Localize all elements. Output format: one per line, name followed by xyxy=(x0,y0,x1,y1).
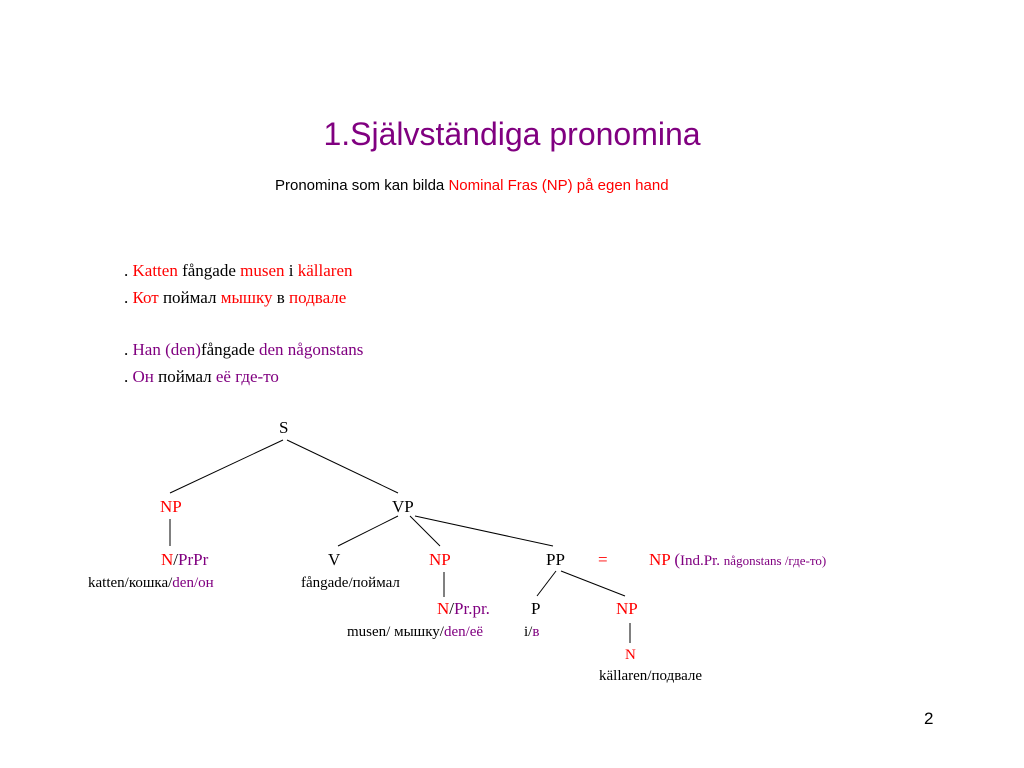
edge-s-vp xyxy=(286,439,399,494)
node-np-object: NP xyxy=(429,550,451,569)
node-n-prpr: N/PrPr xyxy=(161,551,208,568)
slide-subtitle: Pronomina som kan bilda Nominal Fras (NP… xyxy=(275,178,669,193)
node-n-label: N xyxy=(161,550,174,569)
leaf-katten-text: katten/кошка/ xyxy=(88,575,173,591)
leaf-fangade: fångade/поймал xyxy=(301,575,400,591)
slide-title: 1.Självständiga pronomina xyxy=(323,116,701,152)
leaf-musen-text: musen/ мышку/ xyxy=(347,624,444,640)
edge-pp-p xyxy=(536,570,557,597)
node-slash: / xyxy=(449,599,455,618)
leaf-katten-pronoun: den/он xyxy=(172,575,214,591)
node-pp: PP xyxy=(546,550,565,569)
node-prpr-label: PrPr xyxy=(178,550,209,569)
leaf-preposition: i/в xyxy=(524,625,539,640)
node-indpr-words: någonstans /где-то) xyxy=(723,553,827,568)
edge-vp-v xyxy=(337,515,399,547)
node-n-prpr-object: N/Pr.pr. xyxy=(437,600,490,617)
leaf-musen: musen/ мышку/den/её xyxy=(347,625,483,640)
word-preposition: i xyxy=(284,261,298,280)
leaf-kallaren: källaren/подвале xyxy=(599,668,703,684)
node-p: P xyxy=(531,599,541,618)
example-sentence-russian: . Кот поймал мышку в подвале xyxy=(124,289,346,306)
word-pronoun-subject: Он xyxy=(132,367,154,386)
word-place: källaren xyxy=(297,261,353,280)
leaf-prep-russian: в xyxy=(532,624,540,640)
node-indpr-label: Ind.Pr. xyxy=(680,553,724,569)
bullet-dot: . xyxy=(124,288,133,307)
word-verb: поймал xyxy=(158,288,221,307)
word-subject: Кот xyxy=(132,288,159,307)
word-object: musen xyxy=(240,261,285,280)
node-s: S xyxy=(279,418,289,437)
node-n-place: N xyxy=(625,647,636,663)
node-n-label: N xyxy=(437,599,450,618)
word-place: подвале xyxy=(289,288,347,307)
example-sentence-swedish: . Katten fångade musen i källaren xyxy=(124,262,353,279)
leaf-katten: katten/кошка/den/он xyxy=(88,576,214,591)
node-np-subject: NP xyxy=(160,497,182,516)
word-verb: fångade xyxy=(200,340,260,359)
leaf-prep-swedish: i/ xyxy=(524,624,533,640)
example-pronoun-russian: . Он поймал её где-то xyxy=(124,368,279,385)
bullet-dot: . xyxy=(124,261,133,280)
node-v: V xyxy=(328,550,341,569)
node-equals: = xyxy=(598,550,608,569)
edge-pp-np xyxy=(560,570,626,597)
node-np-place: NP xyxy=(616,599,638,618)
node-vp: VP xyxy=(392,497,414,516)
bullet-dot: . xyxy=(124,367,133,386)
word-subject: Katten xyxy=(132,261,178,280)
word-pronoun-subject: Han (den) xyxy=(132,340,201,359)
node-prpr-label: Pr.pr. xyxy=(454,599,490,618)
word-verb: fångade xyxy=(177,261,241,280)
bullet-dot: . xyxy=(124,340,133,359)
node-np-indefinite: NP (Ind.Pr. någonstans /где-то) xyxy=(649,551,826,569)
word-preposition: в xyxy=(272,288,290,307)
page-number: 2 xyxy=(924,709,934,728)
word-pronoun-object: den någonstans xyxy=(259,340,364,359)
subtitle-prefix: Pronomina som kan bilda xyxy=(275,177,449,194)
node-open-paren: ( xyxy=(670,550,681,569)
example-pronoun-swedish: . Han (den)fångade den någonstans xyxy=(124,341,363,358)
node-np-label: NP xyxy=(649,550,671,569)
edge-vp-pp xyxy=(414,515,554,547)
subtitle-highlight: Nominal Fras (NP) på egen hand xyxy=(448,177,669,194)
node-slash: / xyxy=(173,550,179,569)
leaf-musen-pronoun: den/её xyxy=(443,624,484,640)
word-verb: поймал xyxy=(153,367,216,386)
edge-s-np xyxy=(169,439,284,494)
edge-vp-np xyxy=(409,515,441,547)
word-object: мышку xyxy=(220,288,273,307)
word-pronoun-object: её где-то xyxy=(215,367,279,386)
